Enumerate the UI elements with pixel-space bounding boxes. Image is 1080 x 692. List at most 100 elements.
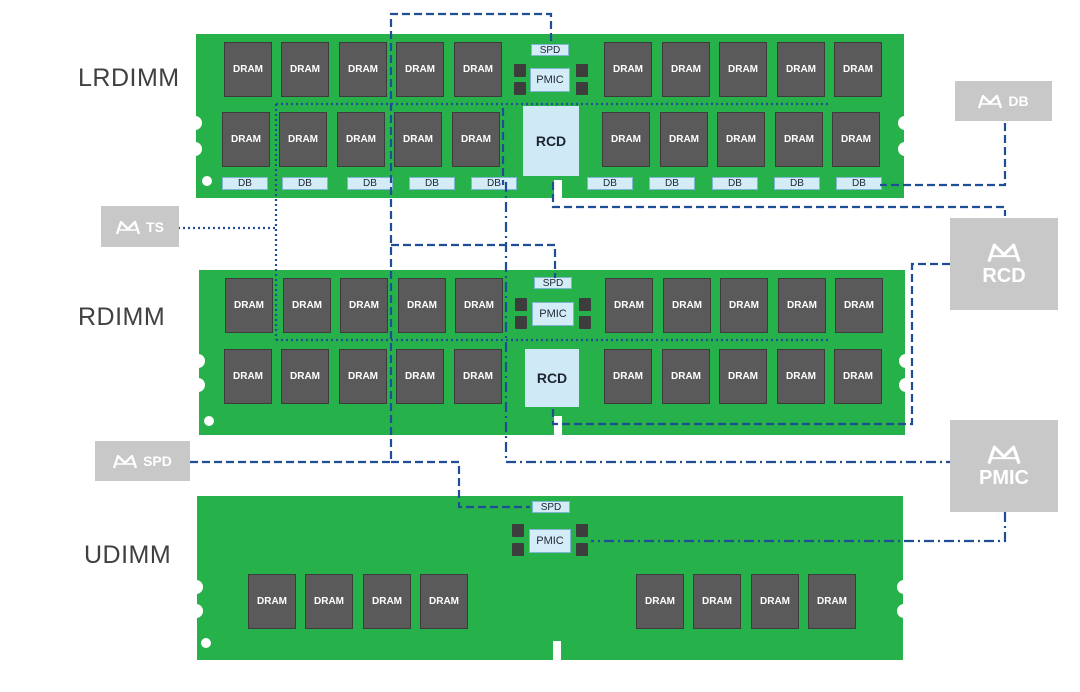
dram-chip: DRAM (751, 574, 799, 629)
board-notch (554, 416, 562, 435)
dram-chip: DRAM (248, 574, 296, 629)
lrdimm-board: DRAM DRAM DRAM DRAM DRAM DRAM DRAM DRAM … (188, 34, 912, 198)
dram-chip: DRAM (396, 349, 444, 404)
dram-chip: DRAM (339, 349, 387, 404)
db-chip: DB (774, 177, 820, 190)
db-chip: DB (222, 177, 268, 190)
dram-chip: DRAM (396, 42, 444, 97)
vendor-spd-box: SPD (95, 441, 190, 481)
dram-chip: DRAM (452, 112, 500, 167)
vendor-ts-label: TS (146, 218, 164, 235)
mount-hole (204, 416, 214, 426)
dram-chip: DRAM (394, 112, 442, 167)
dram-chip: DRAM (832, 112, 880, 167)
dram-chip: DRAM (454, 42, 502, 97)
dram-chip: DRAM (662, 42, 710, 97)
dram-chip: DRAM (604, 349, 652, 404)
board-notch (553, 641, 561, 660)
side-notch (897, 580, 911, 594)
side-notch (899, 378, 913, 392)
pmic-pad (515, 298, 527, 311)
dram-chip: DRAM (225, 278, 273, 333)
vendor-ts-box: TS (101, 206, 179, 247)
pmic-pad (514, 64, 526, 77)
side-notch (188, 142, 202, 156)
vendor-spd-label: SPD (143, 453, 172, 469)
dram-chip: DRAM (775, 112, 823, 167)
dram-chip: DRAM (224, 349, 272, 404)
vendor-logo-icon (987, 243, 1021, 262)
dram-chip: DRAM (602, 112, 650, 167)
pmic-pad (512, 543, 524, 556)
dram-chip: DRAM (605, 278, 653, 333)
dram-chip: DRAM (778, 278, 826, 333)
side-notch (898, 116, 912, 130)
vendor-logo-icon (116, 220, 141, 234)
pmic-pad (576, 524, 588, 537)
dram-chip: DRAM (604, 42, 652, 97)
db-chip: DB (409, 177, 455, 190)
mount-hole (201, 638, 211, 648)
dram-chip: DRAM (337, 112, 385, 167)
pmic-pad (576, 543, 588, 556)
dram-chip: DRAM (281, 42, 329, 97)
pmic-pad (576, 64, 588, 77)
dram-chip: DRAM (834, 349, 882, 404)
dram-chip: DRAM (777, 349, 825, 404)
pmic-chip: PMIC (530, 68, 570, 92)
dram-chip: DRAM (835, 278, 883, 333)
vendor-logo-icon (978, 94, 1003, 109)
vendor-logo-icon (987, 445, 1021, 464)
dram-chip: DRAM (636, 574, 684, 629)
dram-chip: DRAM (663, 278, 711, 333)
dram-chip: DRAM (281, 349, 329, 404)
vendor-rcd-label: RCD (982, 264, 1026, 287)
dram-chip: DRAM (693, 574, 741, 629)
dram-chip: DRAM (454, 349, 502, 404)
dram-chip: DRAM (420, 574, 468, 629)
dram-chip: DRAM (455, 278, 503, 333)
pmic-chip: PMIC (532, 302, 574, 326)
pmic-pad (515, 316, 527, 329)
dram-chip: DRAM (660, 112, 708, 167)
db-chip: DB (587, 177, 633, 190)
spd-chip: SPD (531, 44, 569, 56)
spd-chip: SPD (532, 501, 570, 513)
side-notch (191, 378, 205, 392)
udimm-board: DRAM DRAM DRAM DRAM DRAM DRAM DRAM DRAM … (189, 496, 911, 660)
spd-chip: SPD (534, 277, 572, 289)
vendor-pmic-label: PMIC (979, 466, 1029, 489)
db-chip: DB (712, 177, 758, 190)
side-notch (189, 604, 203, 618)
dram-chip: DRAM (662, 349, 710, 404)
lrdimm-label: LRDIMM (78, 64, 180, 92)
pmic-chip: PMIC (529, 529, 571, 553)
dram-chip: DRAM (720, 278, 768, 333)
rcd-chip: RCD (525, 349, 579, 407)
dram-chip: DRAM (834, 42, 882, 97)
dram-chip: DRAM (279, 112, 327, 167)
vendor-logo-icon (113, 454, 138, 469)
rcd-chip: RCD (523, 106, 579, 176)
side-notch (191, 354, 205, 368)
db-chip: DB (282, 177, 328, 190)
vendor-rcd-box: RCD (950, 218, 1058, 310)
pmic-pad (579, 298, 591, 311)
dram-chip: DRAM (719, 349, 767, 404)
side-notch (189, 580, 203, 594)
vendor-db-box: DB (955, 81, 1052, 121)
dram-chip: DRAM (283, 278, 331, 333)
vendor-db-label: DB (1008, 93, 1029, 109)
dram-chip: DRAM (340, 278, 388, 333)
side-notch (899, 354, 913, 368)
db-chip: DB (471, 177, 517, 190)
dram-chip: DRAM (808, 574, 856, 629)
pmic-pad (576, 82, 588, 95)
side-notch (897, 604, 911, 618)
mount-hole (202, 176, 212, 186)
rdimm-board: DRAM DRAM DRAM DRAM DRAM DRAM DRAM DRAM … (191, 270, 913, 435)
dram-chip: DRAM (717, 112, 765, 167)
pmic-pad (579, 316, 591, 329)
side-notch (898, 142, 912, 156)
